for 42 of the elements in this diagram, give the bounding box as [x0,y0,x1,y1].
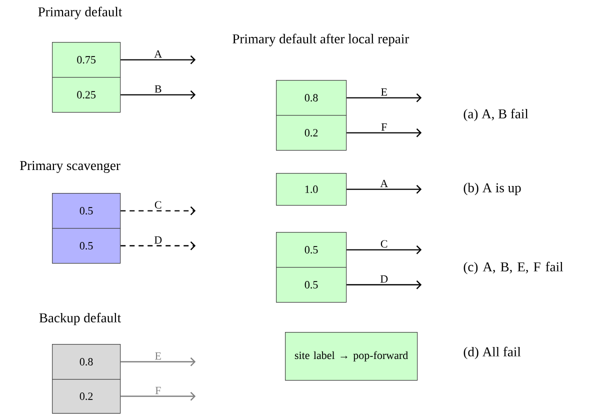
weight-cell: 0.8 [52,344,121,380]
arrow [346,280,422,290]
weight-cell: 0.5 [276,232,347,268]
arrow [120,55,196,64]
weight-cell: 0.8 [276,80,347,116]
edge-label: F [381,123,387,131]
weight-cell: 0.2 [52,378,121,414]
weight-cell: 0.5 [52,192,121,229]
scenario-caption: (d) All fail [464,346,521,360]
edge-label: F [155,386,161,394]
arrow [120,392,196,401]
scenario-caption: (a) A, B fail [464,108,528,122]
arrow [120,90,196,100]
edge-label: C [380,240,388,248]
arrow [120,206,196,216]
panel-title: Primary scavenger [20,161,120,173]
arrow [120,357,196,366]
edge-label: A [380,180,388,188]
panel-title: Backup default [39,312,121,326]
panel-title: Primary default [38,6,122,20]
edge-label: E [155,352,161,360]
edge-label: E [381,88,387,96]
arrow [346,245,422,254]
arrow [120,241,196,250]
weight-cell: 0.5 [276,267,347,303]
edge-label: A [154,50,162,58]
arrow [346,93,422,102]
weight-cell: 0.25 [52,77,121,113]
scenario-caption: (b) A is up [464,182,521,196]
edge-label: C [154,201,162,209]
weight-cell: 0.75 [52,42,121,78]
panel-title: Primary default after local repair [232,34,410,46]
edge-label: B [154,85,162,93]
edge-label: D [154,236,162,244]
arrow [346,184,422,194]
weight-cell: 0.2 [276,115,347,151]
scenario-caption: (c) A, B, E, F fail [464,262,564,274]
weight-cell: site label → pop-forward [285,332,418,381]
edge-label: D [380,275,388,283]
weight-cell: 1.0 [276,172,347,206]
weight-cell: 0.5 [52,228,121,264]
arrow [346,128,422,138]
